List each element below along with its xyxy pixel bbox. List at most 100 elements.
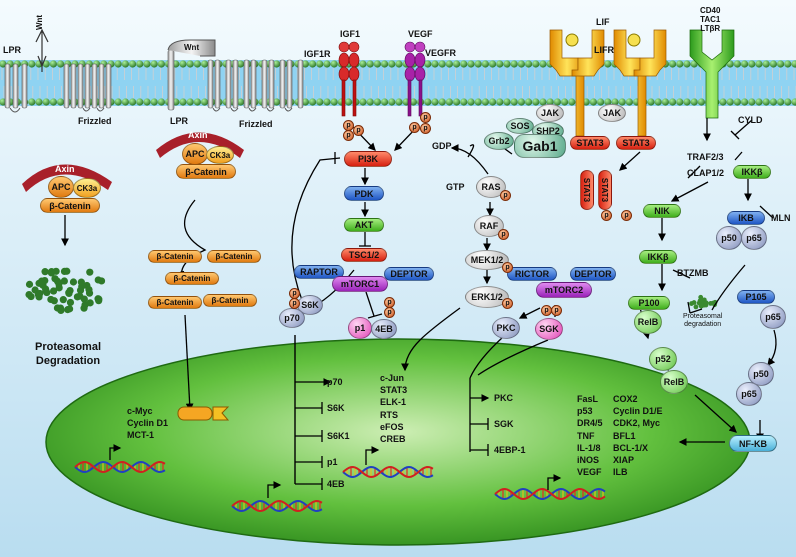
traf-label: TRAF2/3 <box>687 152 724 162</box>
p65-node-a: p65 <box>741 226 767 250</box>
axin-label-left: Axin <box>55 164 75 174</box>
frizzled-label-mid: Frizzled <box>239 119 273 129</box>
phospho-badge: p <box>621 210 632 221</box>
beta-catenin-node-left: β-Catenin <box>40 198 100 213</box>
jak-node-1: JAK <box>536 104 564 122</box>
mtorc2-target-pkc: PKC <box>494 393 514 403</box>
igf1r-label: IGF1R <box>304 49 331 59</box>
cd40-group-label: CD40 TAC1 LTβR <box>700 6 721 33</box>
frizzled-label-left: Frizzled <box>78 116 112 126</box>
ikkb-node-top: IKKβ <box>733 165 771 179</box>
relb-node-top: RelB <box>634 310 662 334</box>
ck3a-node-mid: CK3a <box>206 146 234 164</box>
phospho-badge: p <box>353 125 364 136</box>
proteasomal-degradation-small: Proteasomal degradation <box>683 313 723 328</box>
p65-node-b: p65 <box>760 305 786 329</box>
p50-node-a: p50 <box>716 226 742 250</box>
stat3-dimer-b: STAT3 <box>598 170 612 210</box>
mek-node: MEK1/2 <box>465 250 509 270</box>
phospho-badge: p <box>601 210 612 221</box>
phospho-badge: p <box>498 229 509 240</box>
mtor-target-s6k: S6K <box>327 403 345 413</box>
beta-catenin-free-3: β-Catenin <box>165 272 219 285</box>
ck3a-node-left: CK3a <box>73 178 101 198</box>
gtp-label: GTP <box>446 182 465 192</box>
erk-node: ERK1/2 <box>465 286 509 308</box>
wnt-ligand-label-mid: Wnt <box>184 43 200 52</box>
relb-node-bottom: RelB <box>660 370 688 394</box>
phospho-badge: p <box>502 262 513 273</box>
clap-label: CLAP1/2 <box>687 168 725 178</box>
deptor-node-1: DEPTOR <box>384 267 434 281</box>
rictor-node: RICTOR <box>507 267 557 281</box>
mtor-target-4eb: 4EB <box>327 479 345 489</box>
ikkb-node-mid: IKKβ <box>639 250 677 264</box>
beta-catenin-node-mid: β-Catenin <box>176 164 236 179</box>
mtorc2-target-sgk: SGK <box>494 419 514 429</box>
vegfr-label: VEGFR <box>425 48 457 58</box>
raf-node: RAF <box>474 215 504 237</box>
phospho-badge: p <box>420 123 431 134</box>
beta-catenin-free-5: β-Catenin <box>203 294 257 307</box>
beta-catenin-free-2: β-Catenin <box>207 250 261 263</box>
jak-node-2: JAK <box>598 104 626 122</box>
nfkb-target-genes-left: FasL p53 DR4/5 TNF IL-1/8 iNOS VEGF <box>577 394 603 478</box>
gdp-label: GDP <box>432 141 452 151</box>
nfkb-target-genes-right: COX2 Cyclin D1/E CDK2, Myc BFL1 BCL-1/X … <box>613 394 663 478</box>
sos-node: SOS <box>506 118 534 134</box>
mtor-target-p1: p1 <box>327 457 338 467</box>
mtor-target-p70: p70 <box>327 377 343 387</box>
phospho-badge: p <box>420 112 431 123</box>
phospho-badge: p <box>289 298 300 309</box>
mtor-target-s6k1: S6K1 <box>327 431 350 441</box>
axin-label-mid: Axin <box>188 130 208 140</box>
lifr-label: LIFR <box>594 45 614 55</box>
stat3-node-b: STAT3 <box>616 136 656 150</box>
p1-node: p1 <box>348 317 372 339</box>
vegf-label: VEGF <box>408 29 433 39</box>
lif-label: LIF <box>596 17 610 27</box>
p65-node-c: p65 <box>736 382 762 406</box>
gab1-node: Gab1 <box>514 134 566 158</box>
igf1-label: IGF1 <box>340 29 361 39</box>
phospho-badge: p <box>551 305 562 316</box>
stat3-dimer-a: STAT3 <box>580 170 594 210</box>
nik-node: NIK <box>643 204 681 218</box>
phospho-badge: p <box>343 130 354 141</box>
phospho-badge: p <box>500 190 511 201</box>
nfkb-node: NF-KB <box>729 435 777 452</box>
phospho-badge: p <box>409 122 420 133</box>
btzmb-label: BTZMB <box>677 268 709 278</box>
phospho-badge: p <box>384 307 395 318</box>
beta-catenin-free-1: β-Catenin <box>148 250 202 263</box>
beta-catenin-free-4: β-Catenin <box>148 296 202 309</box>
pdk-node: PDK <box>344 186 384 201</box>
proteasomal-degradation-label: Proteasomal Degradation <box>34 341 102 367</box>
4eb-node: 4EB <box>371 319 397 339</box>
mln-label: MLN <box>771 213 791 223</box>
wnt-target-genes: c-Myc Cyclin D1 MCT-1 <box>127 406 169 441</box>
raptor-node: RAPTOR <box>294 265 344 279</box>
p52-node: p52 <box>649 347 677 371</box>
p100-node: P100 <box>628 296 670 310</box>
deptor-node-2: DEPTOR <box>570 267 616 281</box>
tsc-node: TSC1/2 <box>341 248 387 262</box>
cyld-label: CYLD <box>738 115 763 125</box>
grb2-node: Grb2 <box>484 132 514 150</box>
akt-node: AKT <box>344 218 384 232</box>
ikb-node: IKB <box>727 211 765 225</box>
apc-node-left: APC <box>48 176 74 198</box>
mtorc2-node: mTORC2 <box>536 282 592 298</box>
mtorc2-target-4ebp1: 4EBP-1 <box>494 445 526 455</box>
mtorc1-node: mTORC1 <box>332 276 388 292</box>
wnt-ligand-label: Wnt <box>35 14 44 30</box>
lpr-label-left: LPR <box>3 45 21 55</box>
apc-node-mid: APC <box>182 143 208 165</box>
pi3k-node: PI3K <box>344 151 392 167</box>
sgk-node: SGK <box>535 318 563 340</box>
stat3-node-a: STAT3 <box>570 136 610 150</box>
p105-node: P105 <box>737 290 775 304</box>
pkc-node: PKC <box>492 317 520 339</box>
